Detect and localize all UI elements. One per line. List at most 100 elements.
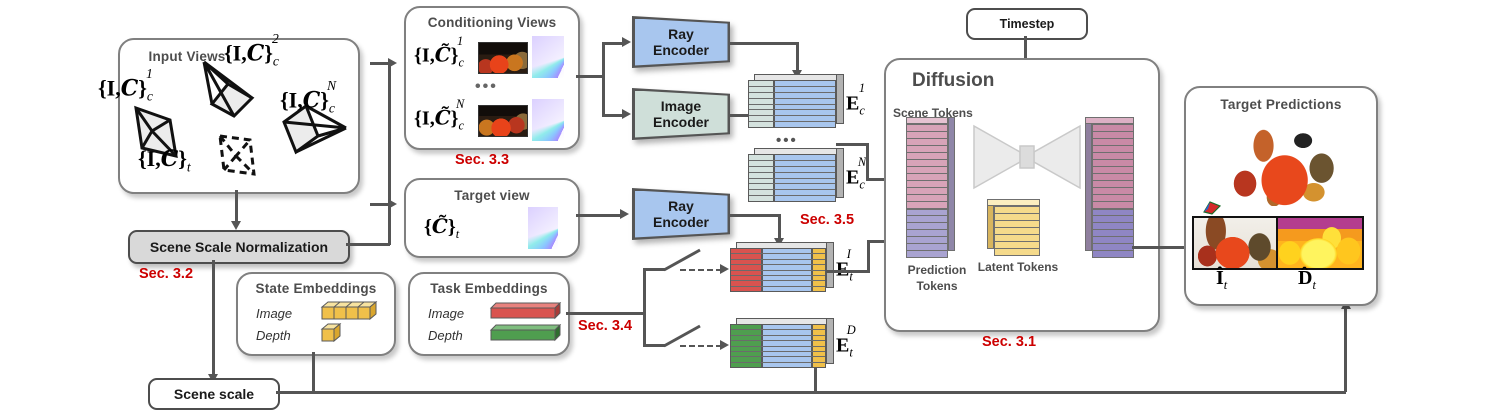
input-token-stack-side <box>948 117 955 251</box>
section-label-3-5: Sec. 3.5 <box>800 212 855 228</box>
panel-state-embeddings-title: State Embeddings <box>255 281 377 296</box>
encoder-ray-cond-wrap: Ray Encoder <box>632 16 730 68</box>
connector-switch-bus <box>643 268 646 346</box>
token-stack-EtI <box>730 242 834 292</box>
panel-target-view: Target view {C̃}t <box>404 178 580 258</box>
encoder-image-cond[interactable]: Image Encoder <box>634 90 728 138</box>
point-cloud-render <box>1216 120 1348 206</box>
connector-cond-to-rayenc <box>602 42 624 45</box>
label-cond-row-N: {I,C̃}cN <box>414 97 465 133</box>
label-input-target: {I,C}t <box>138 146 191 175</box>
conditioning-rayfan-1 <box>532 36 564 78</box>
arrow-cond-to-rayenc <box>622 37 631 47</box>
camera-frustum-target <box>218 134 256 176</box>
encoder-ray-target-line2: Encoder <box>652 214 709 230</box>
box-scene-scale-normalization[interactable]: Scene Scale Normalization <box>128 230 350 264</box>
encoder-image-cond-line2: Encoder <box>652 114 709 130</box>
connector-raytarget-down <box>778 214 781 242</box>
output-token-stack-prediction-segment <box>1092 209 1134 258</box>
connector-Ec-join <box>866 143 869 180</box>
scene-tokens-label: Scene Tokens <box>893 106 973 120</box>
label-input-cond-2: {I,C}c2 <box>224 31 279 69</box>
connector-rayenc-out <box>728 42 798 45</box>
label-target-view-row: {C̃}t <box>424 214 460 241</box>
camera-frustum-cond-N <box>282 103 347 155</box>
connector-ssn-to-scenescale <box>212 260 215 376</box>
connector-scenescale-to-Et <box>814 346 817 392</box>
connector-state-emb-down <box>312 352 315 392</box>
section-label-3-4: Sec. 3.4 <box>578 318 633 334</box>
latent-token-stack-side <box>987 199 994 249</box>
label-Ec1: Ec1 <box>846 81 866 118</box>
latent-token-stack-top <box>987 199 1040 206</box>
connector-switch-to-EtD <box>680 345 722 347</box>
token-stacks-ellipsis: ••• <box>776 132 798 149</box>
input-token-stack-top <box>906 117 948 124</box>
panel-task-embeddings: Task Embeddings Image Depth <box>408 272 570 356</box>
section-label-3-2: Sec. 3.2 <box>139 266 194 282</box>
connector-raytarget-out <box>728 214 780 217</box>
panel-diffusion-title: Diffusion <box>912 70 995 91</box>
connector-switch-bottom-stub <box>643 344 665 347</box>
arrow-ssn-to-targetview <box>388 199 397 209</box>
encoder-ray-target[interactable]: Ray Encoder <box>634 190 728 238</box>
arrow-switch-to-EtD <box>720 340 729 350</box>
connector-inputviews-to-ssn <box>235 190 238 223</box>
connector-switch-top-stub <box>643 268 665 271</box>
connector-diffusion-to-predictions <box>1132 246 1206 249</box>
connector-ssn-right-up <box>388 60 391 245</box>
label-EtD: EtD <box>836 323 856 360</box>
box-timestep-label: Timestep <box>999 17 1055 31</box>
connector-rayenc-down <box>796 42 799 74</box>
panel-diffusion: Diffusion Scene Tokens Prediction Tokens <box>884 58 1160 332</box>
encoder-ray-target-wrap: Ray Encoder <box>632 188 730 240</box>
label-input-cond-1: {I,C}c1 <box>98 66 153 104</box>
token-stack-EcN <box>748 148 844 202</box>
arrow-ssn-to-conditioning <box>388 58 397 68</box>
switch-depth-toggle[interactable] <box>662 324 708 350</box>
box-timestep[interactable]: Timestep <box>966 8 1088 40</box>
box-scene-scale-normalization-label: Scene Scale Normalization <box>149 239 329 255</box>
encoder-ray-cond-line1: Ray <box>668 25 694 42</box>
camera-frustum-cond-1 <box>134 105 178 158</box>
conditioning-rows-ellipsis: ••• <box>475 78 498 95</box>
arrow-switch-to-EtI <box>720 264 729 274</box>
output-token-stack-side <box>1085 117 1092 251</box>
output-token-stack-top <box>1085 117 1134 124</box>
encoder-ray-target-line1: Ray <box>668 197 694 214</box>
box-scene-scale-label: Scene scale <box>173 386 255 402</box>
label-EtI: EtI <box>836 247 853 284</box>
prediction-image <box>1192 216 1280 270</box>
panel-conditioning-views: Conditioning Views {I,C̃}c1 {I,C̃}cN ••• <box>404 6 580 150</box>
task-embeddings-row-image-label: Image <box>428 306 465 321</box>
latent-token-stack <box>987 199 1040 256</box>
label-input-cond-N: {I,C}cN <box>280 78 337 116</box>
connector-ssn-to-targetview <box>370 203 390 206</box>
label-EcN: EcN <box>846 155 867 192</box>
transformer-hourglass <box>973 124 1081 190</box>
encoder-image-cond-wrap: Image Encoder <box>632 88 730 140</box>
switch-image-toggle[interactable] <box>662 248 708 274</box>
task-embeddings-row-depth-label: Depth <box>428 328 463 343</box>
label-prediction-image: Ît <box>1216 267 1228 292</box>
connector-scenescale-right <box>276 391 1346 394</box>
encoder-ray-cond[interactable]: Ray Encoder <box>634 18 728 66</box>
state-embeddings-row-depth-label: Depth <box>256 328 291 343</box>
box-scene-scale[interactable]: Scene scale <box>148 378 280 410</box>
panel-input-views-title: Input Views <box>148 49 226 64</box>
output-token-stack <box>1085 117 1134 258</box>
encoder-image-cond-line1: Image <box>660 97 702 114</box>
token-stack-EtD <box>730 318 834 368</box>
connector-task-out <box>566 312 644 315</box>
prediction-tokens-label: Prediction Tokens <box>907 263 967 293</box>
panel-state-embeddings: State Embeddings Image Depth <box>236 272 396 356</box>
panel-target-predictions-title: Target Predictions <box>1220 97 1342 112</box>
connector-cond-out <box>576 75 604 78</box>
connector-targetview-to-rayenc <box>576 214 622 217</box>
connector-Et-join-h <box>867 240 896 243</box>
prediction-depth-map <box>1276 216 1364 270</box>
connector-Ec-join-h <box>866 178 896 181</box>
label-cond-row-1: {I,C̃}c1 <box>414 34 464 70</box>
encoder-ray-cond-line2: Encoder <box>652 42 709 58</box>
